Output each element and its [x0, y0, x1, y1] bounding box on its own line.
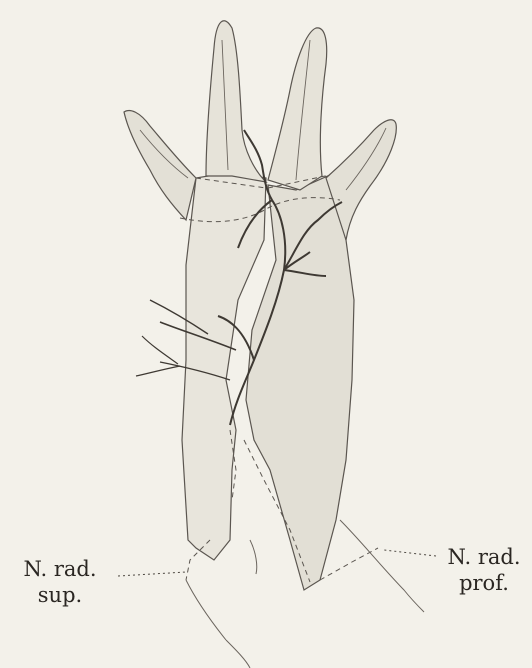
label-n-rad-prof: N. rad. prof. — [436, 544, 532, 596]
label-right-line2: prof. — [436, 570, 532, 596]
label-right-line1: N. rad. — [436, 544, 532, 570]
label-n-rad-sup: N. rad. sup. — [4, 556, 116, 608]
finger-left-middle — [206, 21, 266, 182]
label-left-line1: N. rad. — [4, 556, 116, 582]
label-left-line2: sup. — [4, 582, 116, 608]
finger-left-outer — [124, 111, 196, 220]
label-leader-lines — [118, 550, 436, 576]
